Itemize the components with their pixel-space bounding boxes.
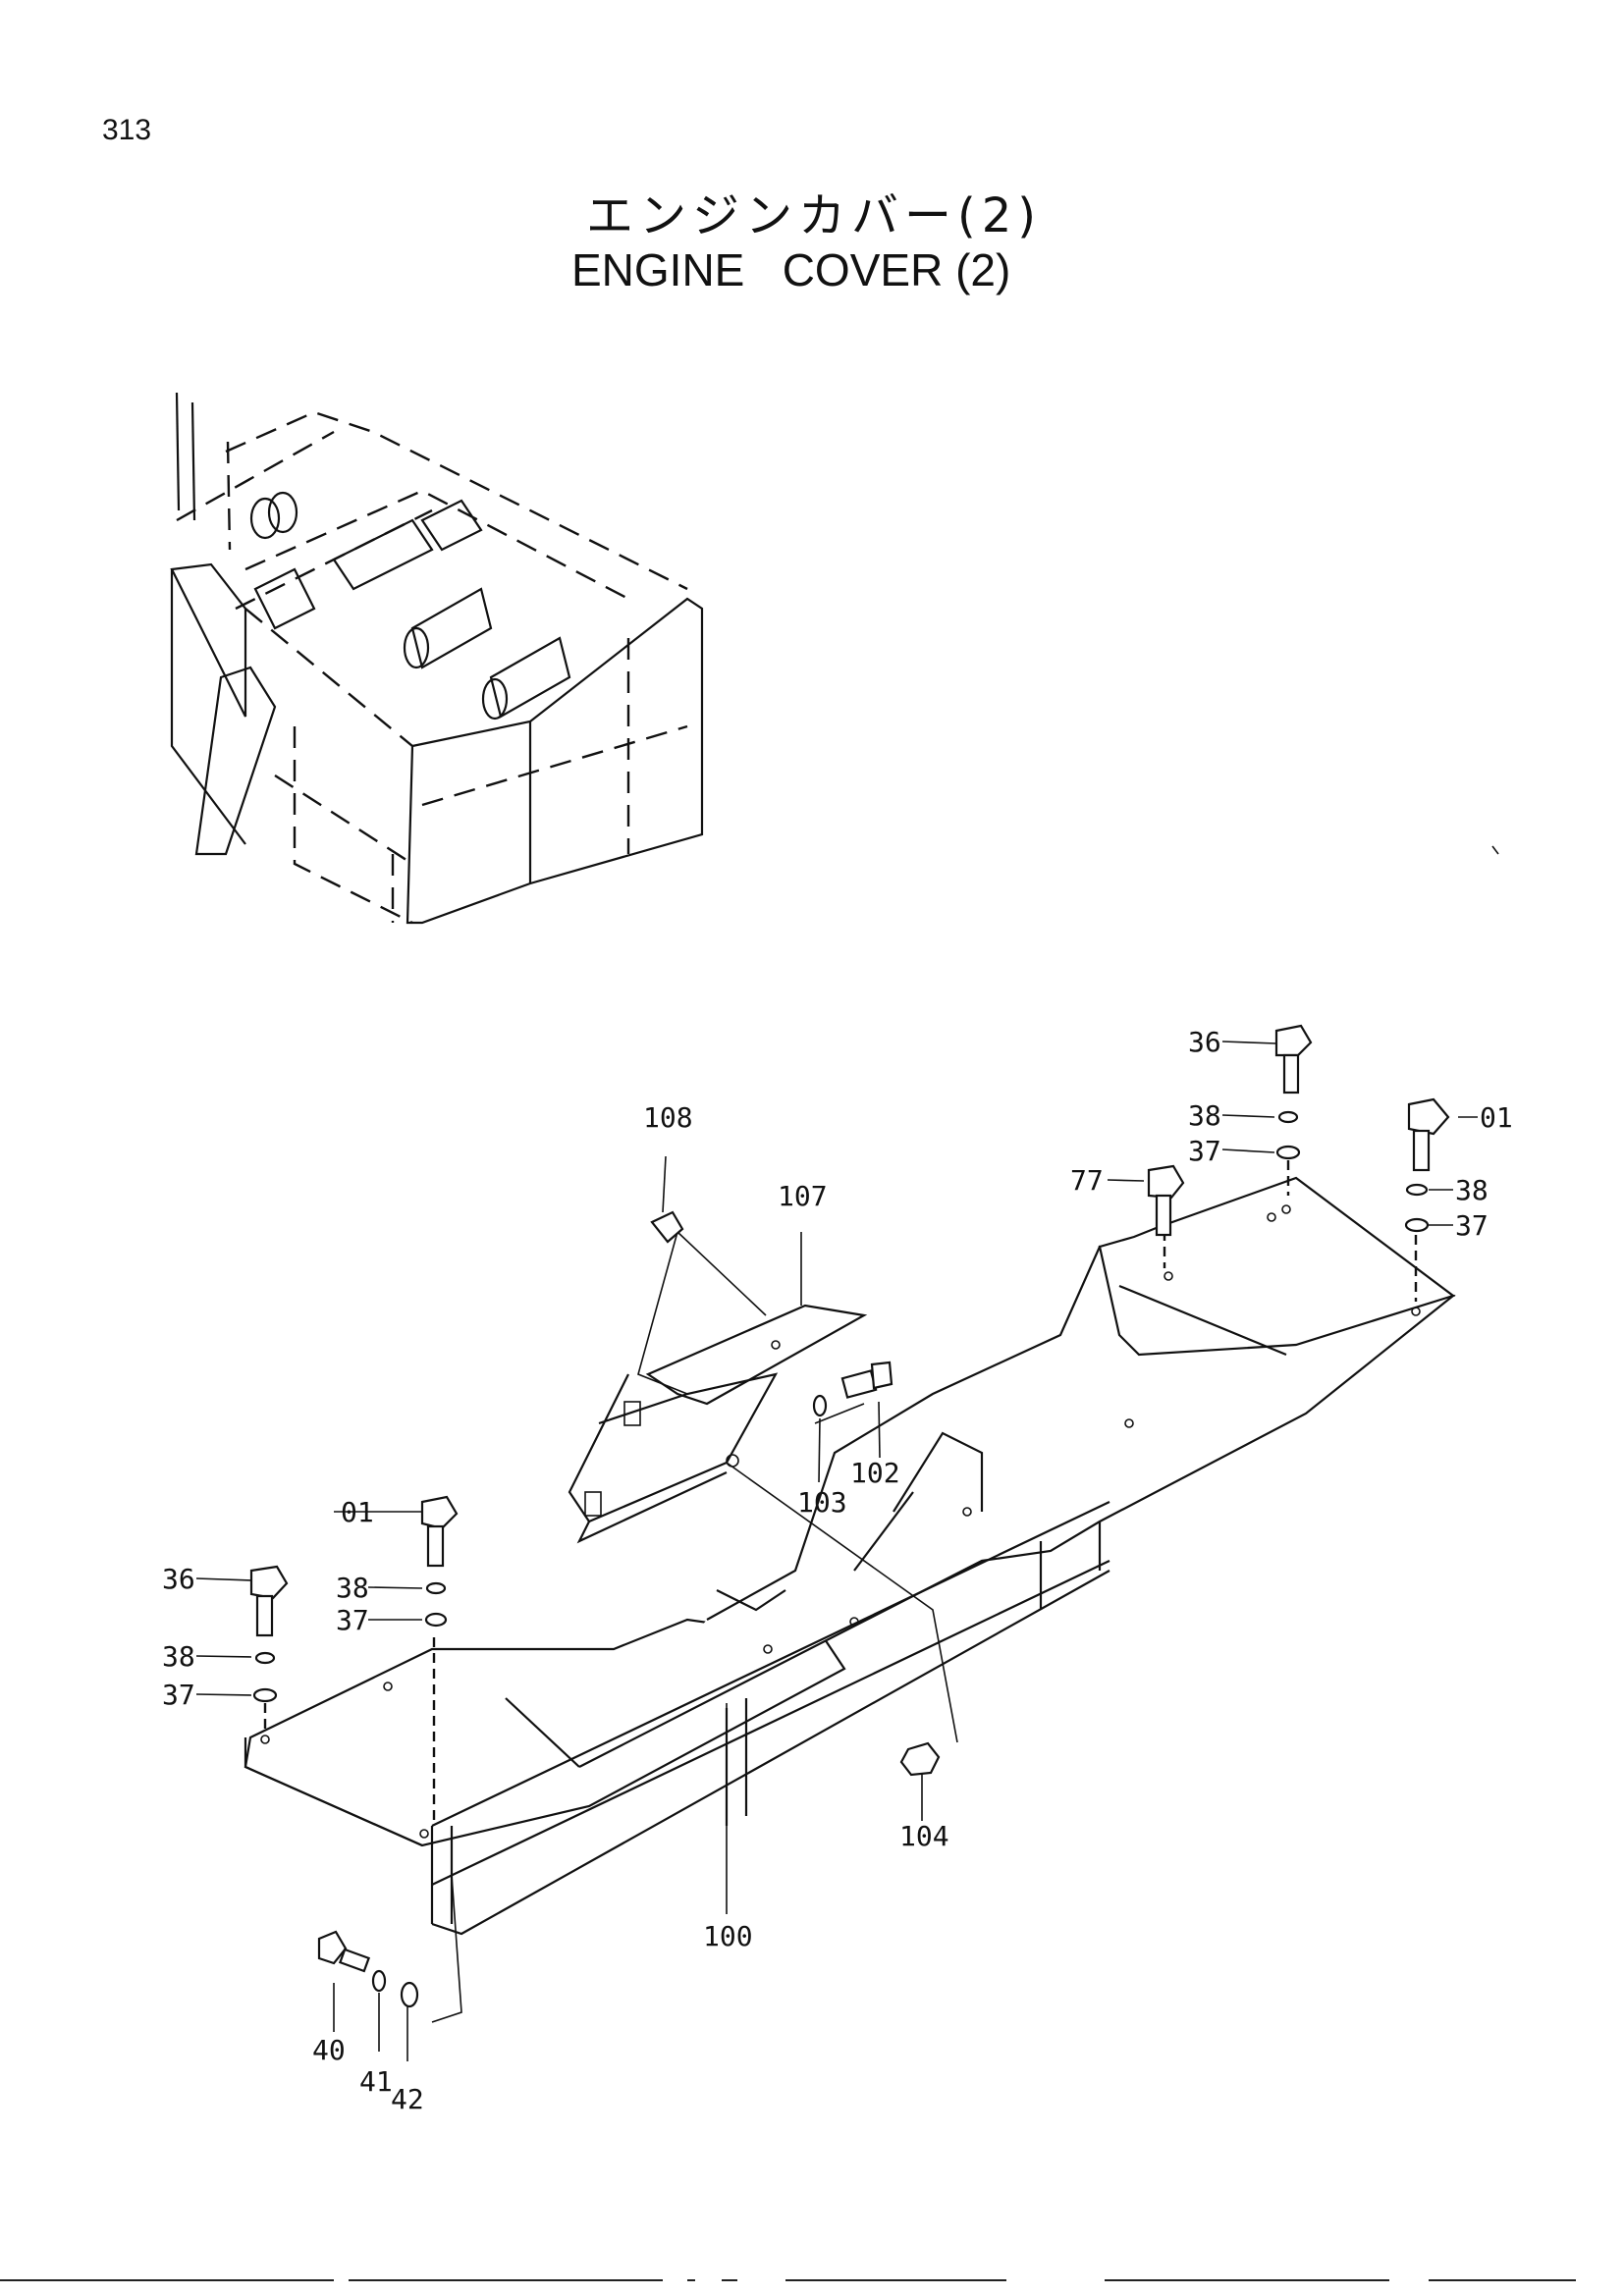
callout-42: 42: [391, 2083, 424, 2115]
footer-rule-4: [722, 2279, 737, 2281]
callout-38-left: 38: [336, 1572, 369, 1604]
washer-38-right: [1405, 1183, 1429, 1197]
footer-rule-2: [349, 2279, 663, 2281]
washer-37-right: [1404, 1217, 1430, 1233]
callout-38-top: 38: [1188, 1099, 1221, 1132]
cap-108: [650, 1210, 684, 1244]
washer-38-left: [425, 1581, 447, 1595]
callout-104: 104: [899, 1820, 949, 1852]
title-japanese: エンジンカバー(2): [586, 188, 1042, 243]
washer-37-top: [1275, 1145, 1301, 1160]
footer-rule-1: [0, 2279, 334, 2281]
callout-36-left: 36: [162, 1563, 195, 1595]
hardware: [249, 1024, 1450, 2008]
callout-40: 40: [312, 2034, 346, 2066]
title-english: ENGINE COVER (2): [571, 244, 1011, 295]
callout-38-right: 38: [1455, 1174, 1489, 1206]
bolt-36-left: [249, 1565, 289, 1637]
washer-42: [400, 1981, 419, 2008]
callout-102: 102: [850, 1457, 900, 1489]
callout-labels: 36 38 37 01 38 37 77 108 107 102 103 01 …: [162, 1026, 1513, 2115]
callout-37-top: 37: [1188, 1135, 1221, 1167]
callout-107: 107: [778, 1180, 828, 1212]
footer-rule-7: [1429, 2279, 1576, 2281]
washer-38-far-left: [254, 1651, 276, 1665]
callout-108: 108: [643, 1101, 693, 1134]
callout-103: 103: [797, 1486, 847, 1519]
washer-41: [371, 1969, 387, 1993]
callout-38-far-left: 38: [162, 1640, 195, 1673]
washer-103: [812, 1394, 828, 1417]
callout-37-far-left: 37: [162, 1679, 195, 1711]
footer-rule-3: [687, 2279, 695, 2281]
bolt-40: [317, 1930, 371, 1973]
callout-100: 100: [703, 1920, 753, 1952]
callout-77: 77: [1070, 1164, 1104, 1197]
footer-rule-6: [1105, 2279, 1389, 2281]
bolt-01-left: [420, 1495, 459, 1568]
bolt-77: [1147, 1164, 1185, 1237]
nut-104: [899, 1741, 941, 1777]
footer-rule-5: [785, 2279, 1006, 2281]
callout-41: 41: [359, 2065, 393, 2098]
callout-36-top: 36: [1188, 1026, 1221, 1058]
context-view: [170, 392, 1499, 925]
callout-37-right: 37: [1455, 1209, 1489, 1242]
bolt-102: [840, 1361, 893, 1399]
washer-38-top: [1277, 1110, 1299, 1124]
bolt-36-top: [1274, 1024, 1313, 1095]
washer-37-left: [424, 1612, 448, 1628]
callout-01-right: 01: [1480, 1101, 1513, 1134]
bolt-01-right: [1407, 1097, 1450, 1172]
callout-37-left: 37: [336, 1604, 369, 1636]
washer-37-far-left: [252, 1687, 278, 1703]
page-number: 313: [102, 114, 152, 146]
cover-frame-100: [244, 1176, 1456, 1936]
callout-01-left: 01: [341, 1496, 374, 1528]
